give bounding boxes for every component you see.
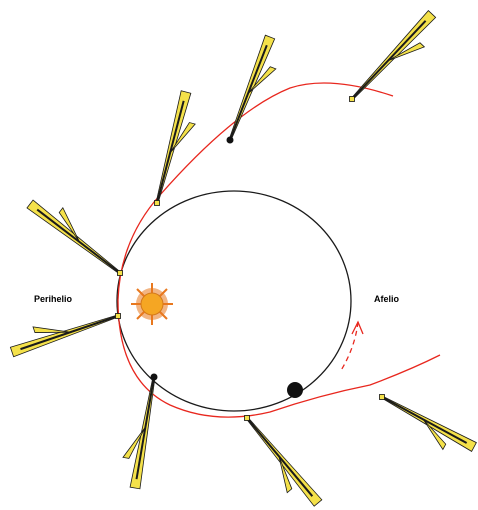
comet-tail-axis	[20, 315, 119, 351]
comet-7	[244, 415, 323, 507]
comet-tail-axis	[351, 20, 427, 100]
comet-head	[154, 200, 160, 206]
direction-arrow-icon	[339, 320, 364, 373]
comet-head	[117, 270, 123, 276]
comet-tail-axis	[135, 376, 155, 480]
comet-tail-secondary	[387, 42, 426, 62]
comet-tail-secondary	[32, 326, 71, 333]
comet-trajectory	[117, 82, 441, 418]
comet-tail-secondary	[247, 66, 277, 94]
comet-1	[349, 9, 437, 102]
aphelion-label: Afelio	[374, 294, 400, 304]
comet-head	[379, 394, 385, 400]
comet-8	[379, 394, 477, 452]
comet-tail-axis	[36, 208, 121, 274]
comet-3	[154, 90, 196, 206]
comet-2	[226, 34, 277, 144]
comet-tail-secondary	[58, 207, 80, 243]
comet-4	[26, 199, 123, 276]
comet-tail-axis	[246, 417, 314, 497]
comet-tail-axis	[156, 100, 185, 204]
comet-5	[9, 313, 121, 358]
comet-tail-axis	[229, 44, 268, 141]
comet-tail-secondary	[278, 456, 293, 494]
comet-head	[244, 415, 250, 421]
comet-tail-secondary	[122, 426, 146, 459]
planet-icon	[287, 382, 303, 398]
comet-head	[226, 136, 234, 144]
comet-6	[122, 373, 158, 490]
comet-tail-secondary	[423, 419, 447, 451]
comet-tail-secondary	[169, 122, 196, 154]
comet-head	[150, 373, 158, 381]
sun-icon	[131, 283, 173, 325]
comet-head	[115, 313, 121, 319]
perihelion-label: Perihelio	[34, 294, 73, 304]
comet-head	[349, 96, 355, 102]
elliptical-orbit	[116, 190, 352, 412]
comet-tail-axis	[381, 396, 468, 444]
